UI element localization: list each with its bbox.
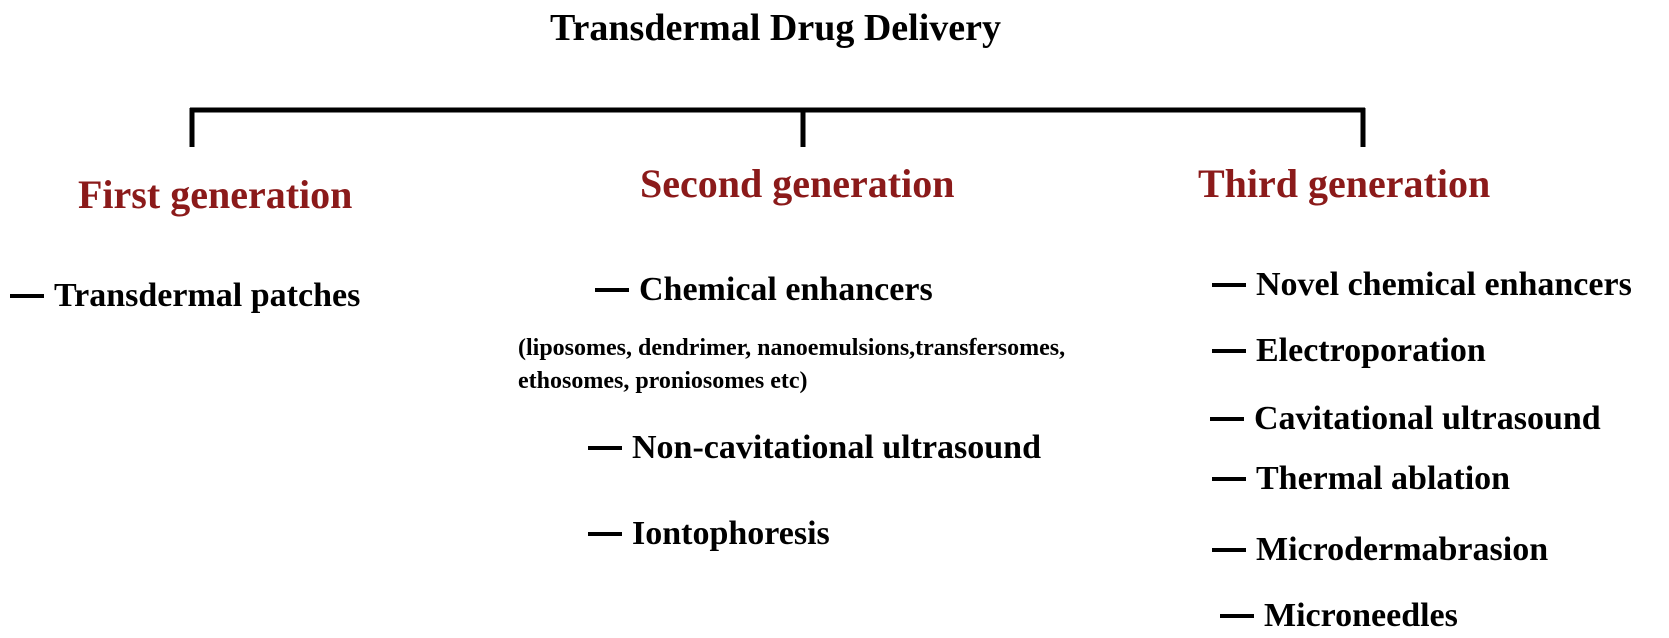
second-gen-item: Non-cavitational ultrasound — [588, 428, 1041, 468]
dash-icon — [1212, 477, 1246, 481]
item-label: Thermal ablation — [1256, 460, 1511, 497]
third-gen-item: Microneedles — [1220, 596, 1458, 636]
dash-icon — [10, 294, 44, 298]
first-gen-item: Transdermal patches — [10, 276, 360, 316]
dash-icon — [595, 288, 629, 292]
dash-icon — [1212, 283, 1246, 287]
second-gen-item: Iontophoresis — [588, 514, 830, 554]
dash-icon — [588, 446, 622, 450]
item-label: Novel chemical enhancers — [1256, 266, 1632, 303]
item-label: Cavitational ultrasound — [1254, 400, 1601, 437]
chemical-enhancers-note-line1: (liposomes, dendrimer, nanoemulsions,tra… — [518, 335, 1066, 361]
third-gen-item: Cavitational ultrasound — [1210, 399, 1601, 439]
dash-icon — [1210, 417, 1244, 421]
chemical-enhancers-note-line2: ethosomes, proniosomes etc) — [518, 368, 808, 394]
third-gen-item: Novel chemical enhancers — [1212, 265, 1632, 305]
item-label: Iontophoresis — [632, 515, 830, 552]
third-gen-item: Electroporation — [1212, 331, 1486, 371]
third-generation-label: Third generation — [1198, 161, 1491, 206]
item-label: Chemical enhancers — [639, 271, 933, 308]
item-label: Microneedles — [1264, 597, 1458, 634]
diagram-title: Transdermal Drug Delivery — [550, 7, 1001, 49]
second-gen-item: Chemical enhancers — [595, 270, 933, 310]
first-generation-label: First generation — [78, 172, 353, 217]
dash-icon — [588, 532, 622, 536]
item-label: Non-cavitational ultrasound — [632, 429, 1041, 466]
second-generation-label: Second generation — [640, 161, 955, 206]
dash-icon — [1220, 614, 1254, 618]
dash-icon — [1212, 548, 1246, 552]
third-gen-item: Microdermabrasion — [1212, 530, 1548, 570]
dash-icon — [1212, 349, 1246, 353]
item-label: Electroporation — [1256, 332, 1486, 369]
item-label: Transdermal patches — [54, 277, 361, 314]
third-gen-item: Thermal ablation — [1212, 459, 1510, 499]
item-label: Microdermabrasion — [1256, 531, 1549, 568]
